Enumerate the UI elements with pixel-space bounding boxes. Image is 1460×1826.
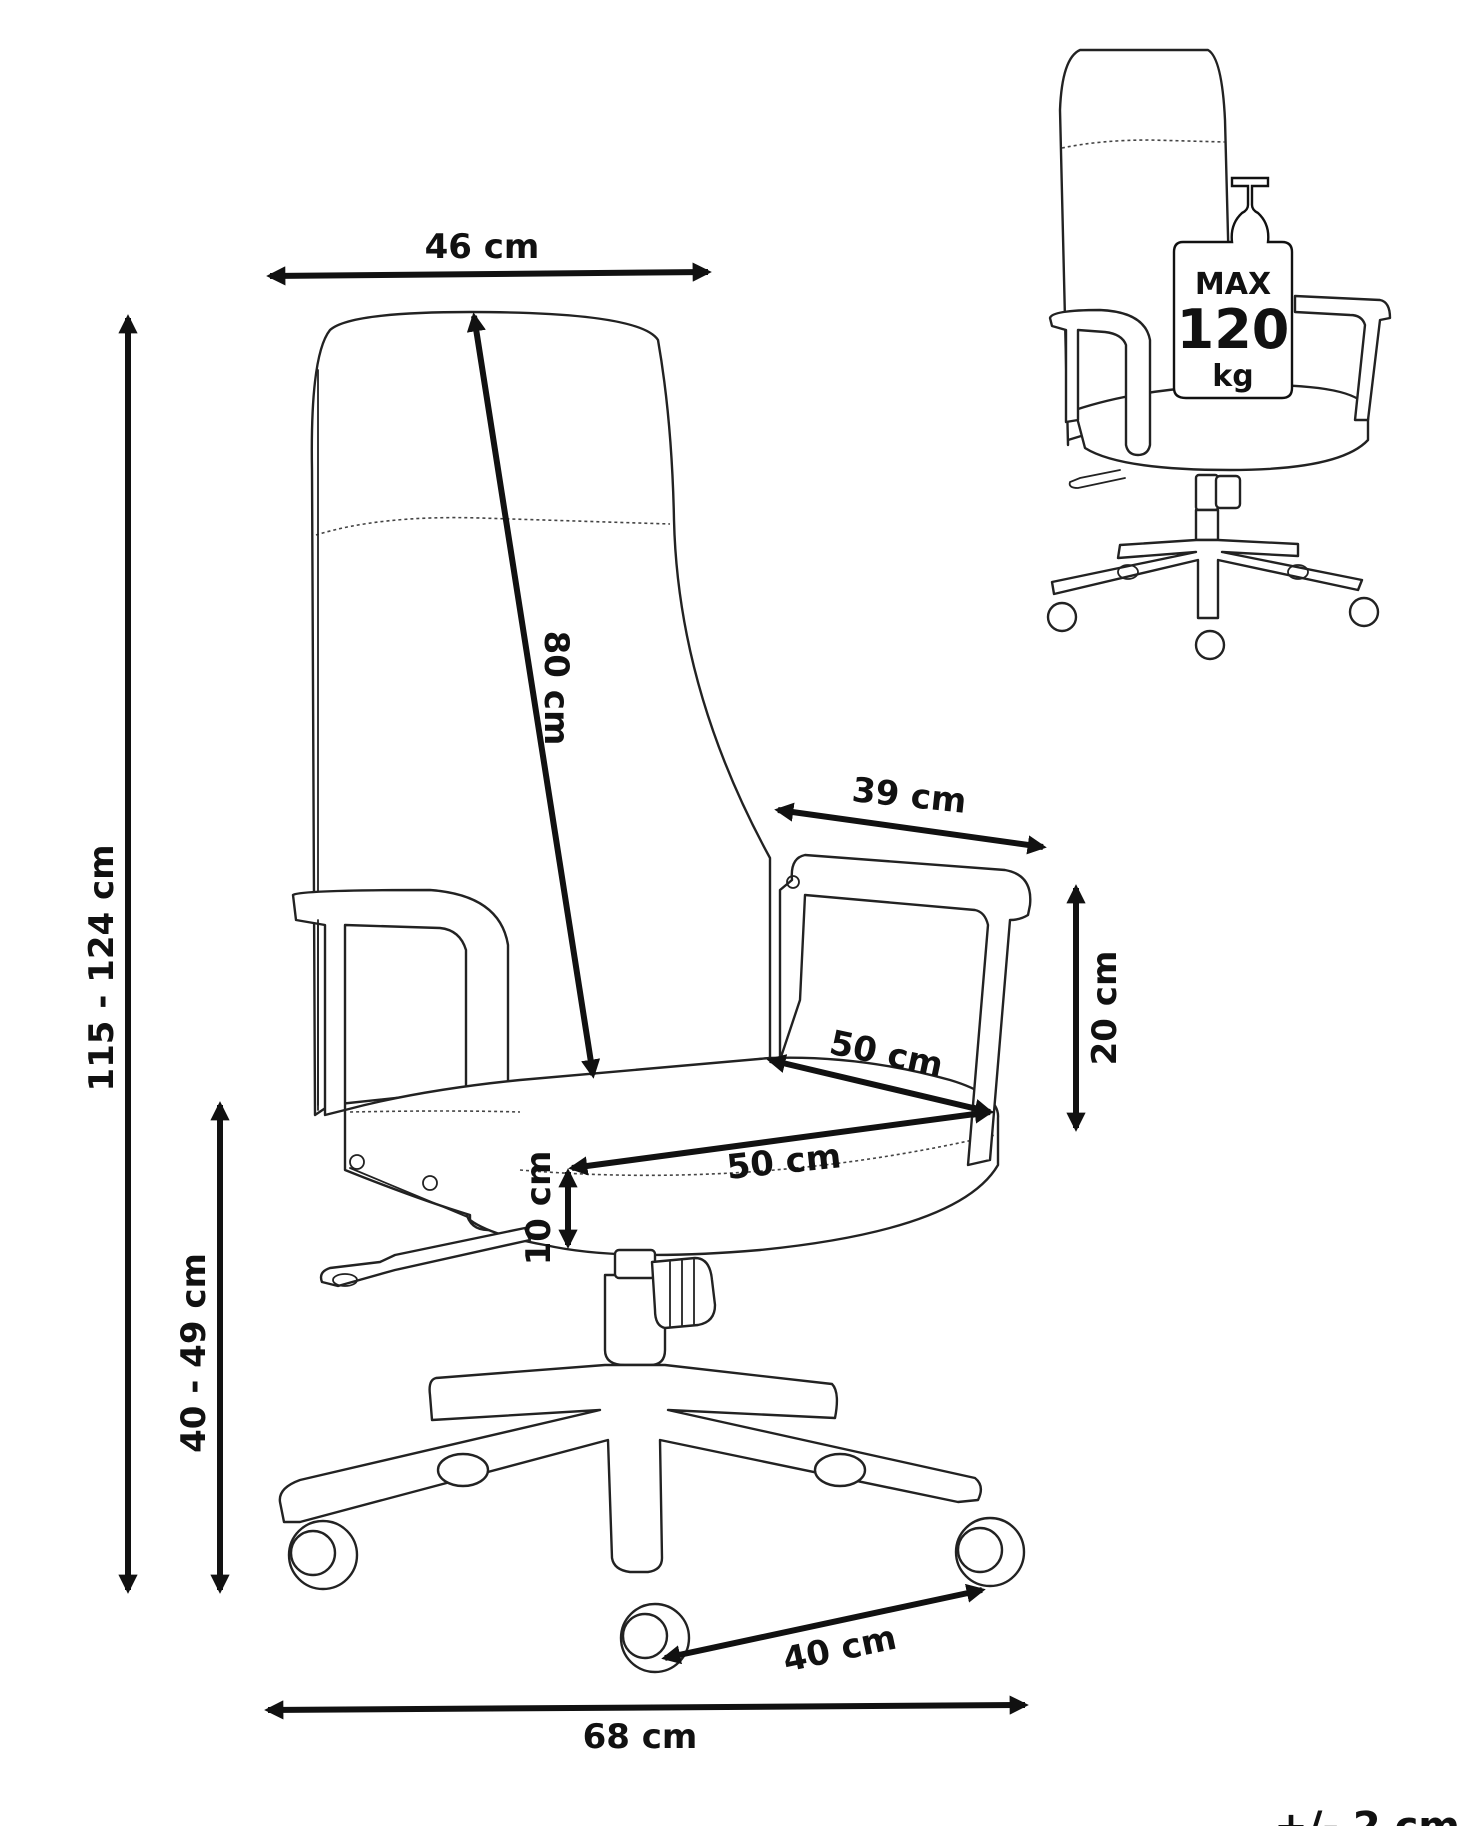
arrow-overall-width [266, 262, 712, 286]
arrow-backrest-height [466, 312, 601, 1079]
dimension-lines [118, 262, 1086, 1720]
armrest-right [778, 853, 1032, 1167]
lever [319, 1226, 532, 1288]
weight-capacity-illustration: MAX 120 kg [1046, 48, 1392, 661]
label-tolerance: +/- 2 cm [1274, 1804, 1460, 1826]
arrow-armrest-length [774, 802, 1047, 855]
height-knob [650, 1256, 717, 1330]
weight-icon [1172, 176, 1294, 400]
weight-value: 120 [1177, 298, 1290, 361]
arrow-seat-depth [766, 1054, 994, 1118]
arrow-seat-width [568, 1104, 994, 1176]
label-armrest-height: 20 cm [1085, 951, 1125, 1066]
casters [287, 1452, 1026, 1674]
star-base [278, 1363, 983, 1574]
arrow-base-width [264, 1695, 1029, 1720]
label-overall-width: 46 cm [425, 227, 540, 267]
label-seat-height: 40 - 49 cm [174, 1253, 214, 1453]
label-armrest-length: 39 cm [850, 770, 968, 822]
weight-unit: kg [1212, 359, 1253, 394]
label-base-width: 68 cm [583, 1717, 698, 1757]
weight-max-label: MAX [1195, 267, 1271, 302]
label-seat-thickness: 10 cm [519, 1151, 559, 1266]
chair-drawing [278, 310, 1032, 1674]
arrow-base-leg-spacing [661, 1583, 986, 1665]
label-backrest-height: 80 cm [536, 631, 576, 746]
backrest-seam [315, 516, 671, 536]
label-total-height: 115 - 124 cm [82, 844, 122, 1091]
